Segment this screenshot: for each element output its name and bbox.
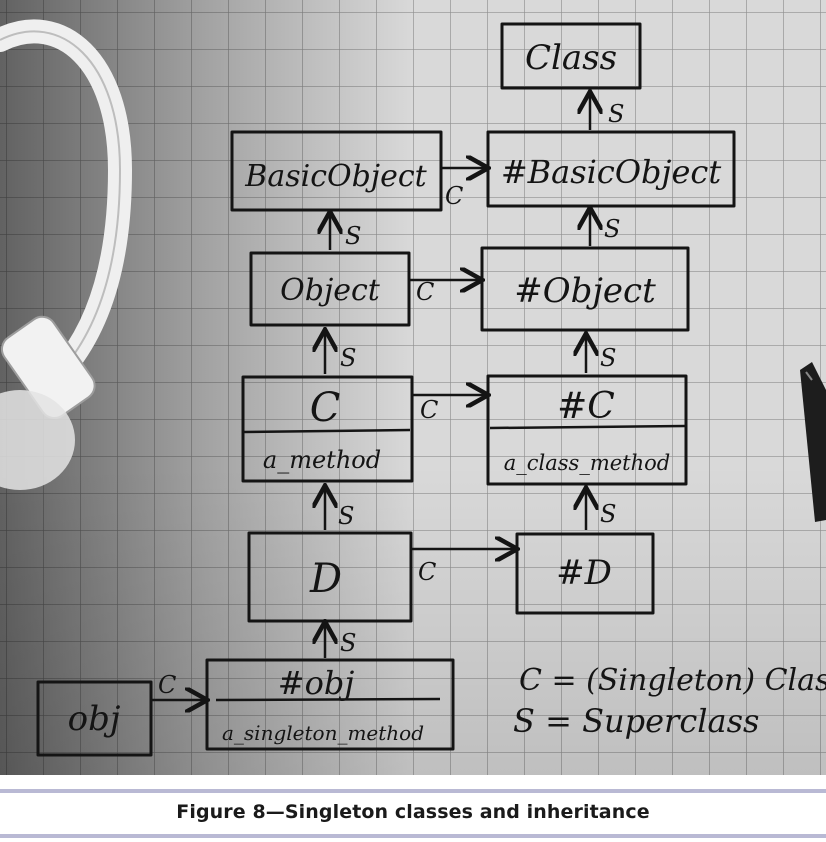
- legend-line-singleton: C = (Singleton) Class: [519, 663, 826, 698]
- node-c-divider: [243, 428, 411, 434]
- edge-label-s: S: [608, 100, 624, 128]
- node-sc-basic-object-label: #BasicObject: [501, 153, 721, 191]
- edge-label-s: S: [340, 344, 356, 372]
- edge-label-c: C: [445, 182, 463, 210]
- node-sc-d-box: [515, 532, 655, 615]
- node-sc-c-name-label: #C: [557, 386, 615, 427]
- figure-caption: Figure 8—Singleton classes and inheritan…: [176, 801, 650, 823]
- edge-label-s: S: [600, 344, 616, 372]
- caption-rule-bottom: [0, 834, 826, 838]
- edge-label-s: S: [340, 629, 356, 657]
- caption-area: Figure 8—Singleton classes and inheritan…: [0, 775, 826, 842]
- node-sc-object-label: #Object: [514, 271, 656, 311]
- caption-rule-top: [0, 789, 826, 793]
- node-c-method-label: a_method: [263, 446, 381, 474]
- node-class-box: [500, 22, 642, 90]
- edge-label-c: C: [418, 558, 436, 586]
- pen-icon: [800, 362, 826, 522]
- node-sc-c-box: [486, 374, 688, 486]
- earphone-cable-icon: [0, 19, 133, 490]
- node-basic-object-label: BasicObject: [244, 159, 427, 194]
- node-sc-obj-divider: [215, 697, 441, 702]
- node-class-label: Class: [525, 38, 617, 78]
- edge-label-s: S: [600, 500, 616, 528]
- edge-label-s: S: [338, 502, 354, 530]
- node-c-box: [241, 375, 414, 483]
- legend-line-superclass: S = Superclass: [513, 702, 759, 740]
- node-obj-label: obj: [68, 699, 121, 739]
- edge-label-c: C: [416, 278, 434, 306]
- node-sc-obj-name-label: #obj: [278, 664, 355, 702]
- node-d-label: D: [309, 556, 342, 602]
- node-sc-d-label: #D: [556, 553, 612, 593]
- edge-label-s: S: [345, 222, 361, 250]
- edge-label-c: C: [158, 671, 176, 699]
- node-object-label: Object: [280, 273, 381, 308]
- edge-label-s: S: [604, 215, 620, 243]
- node-sc-c-method-label: a_class_method: [504, 451, 670, 475]
- node-c-name-label: C: [310, 385, 341, 431]
- edge-label-c: C: [420, 396, 438, 424]
- node-object-box: [249, 251, 411, 327]
- notebook-photo: Class #BasicObject BasicObject Object #O…: [0, 0, 826, 775]
- node-sc-obj-method-label: a_singleton_method: [222, 721, 424, 745]
- node-obj-box: [36, 680, 153, 757]
- node-sc-c-divider: [489, 424, 686, 430]
